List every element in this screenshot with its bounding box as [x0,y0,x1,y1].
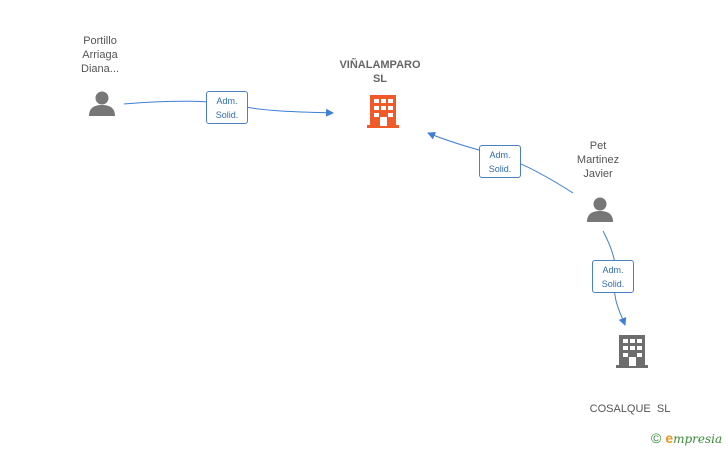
empresia-watermark: ©empresia [651,430,722,446]
building-icon[interactable] [367,95,399,128]
brand-initial: e [665,430,674,446]
copyright-icon: © [651,430,662,446]
building-icon[interactable] [616,335,648,368]
name-line: VIÑALAMPARO [339,59,421,71]
name-line: Martinez [576,154,620,166]
company-cosalque-label[interactable]: COSALQUE SL [570,374,690,430]
badge-line: Solid. [601,279,625,289]
person-icon[interactable] [89,91,115,117]
name-line: SL [372,73,388,85]
person-icon[interactable] [587,197,613,223]
name-line: COSALQUE SL [589,403,671,415]
company-vinalamparo-label[interactable]: VIÑALAMPARO SL [320,58,440,86]
edge-role-badge[interactable]: Adm. Solid. [206,91,248,124]
brand-name: mpresia [673,432,723,446]
edge-role-badge[interactable]: Adm. Solid. [479,145,521,178]
person-pet-label[interactable]: Pet Martinez Javier [558,139,638,181]
name-line: Portillo [83,35,117,47]
badge-line: Adm. [489,150,511,160]
name-line: Diana... [81,63,119,75]
badge-line: Adm. [602,265,624,275]
name-line: Pet [589,140,607,152]
badge-line: Adm. [216,96,238,106]
person-portillo-label[interactable]: Portillo Arriaga Diana... [60,34,140,76]
badge-line: Solid. [488,164,512,174]
name-line: Arriaga [82,49,118,61]
edge-role-badge[interactable]: Adm. Solid. [592,260,634,293]
badge-line: Solid. [215,110,239,120]
name-line: Javier [583,168,613,180]
